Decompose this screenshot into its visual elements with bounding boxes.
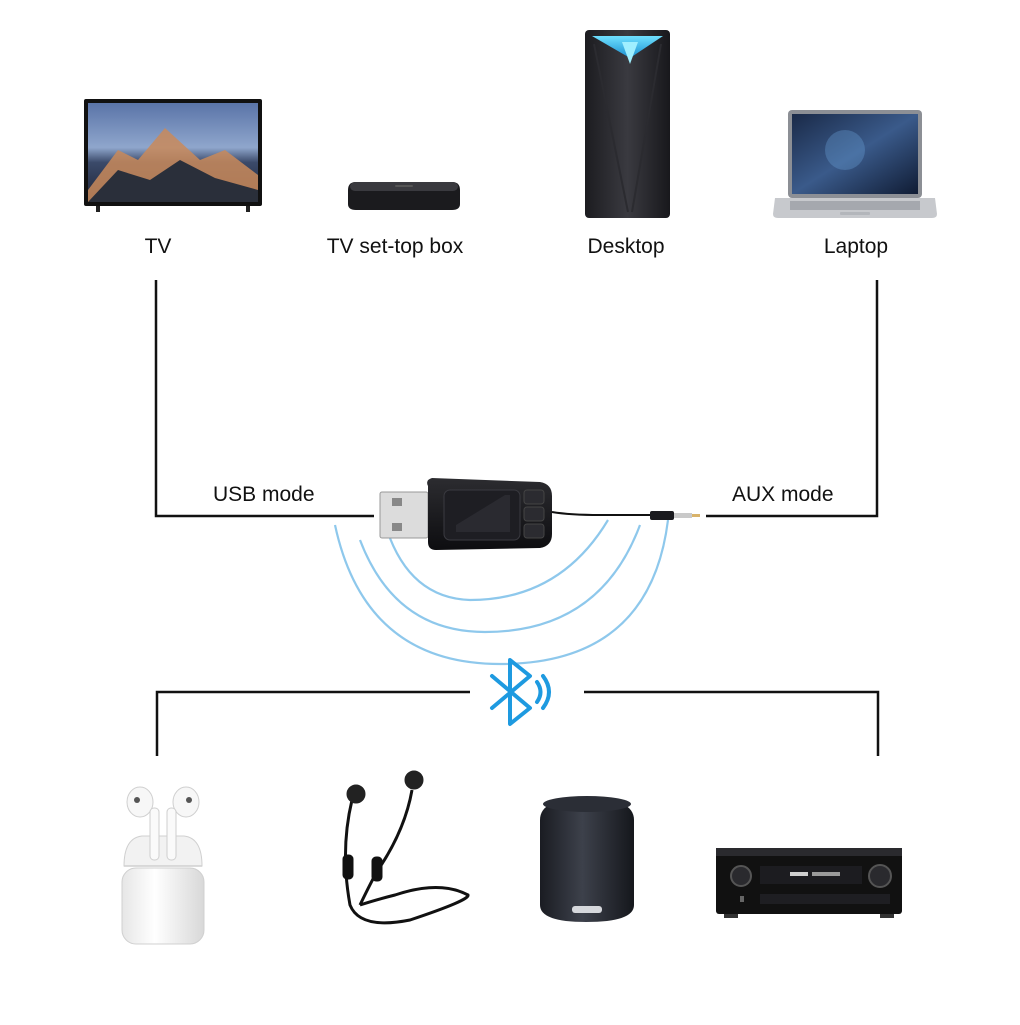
airpods-icon <box>121 786 205 945</box>
laptop-icon <box>773 110 937 218</box>
av-receiver-icon <box>716 848 902 918</box>
usb-bluetooth-adapter-icon <box>379 478 700 550</box>
set-top-box-icon <box>348 182 460 210</box>
usb-connector-line <box>154 280 374 518</box>
signal-waves <box>333 519 670 666</box>
source-label-tv: TV <box>144 235 172 258</box>
smart-speaker-icon <box>540 796 634 922</box>
source-label-settop: TV set-top box <box>326 235 464 258</box>
bluetooth-distribution-line <box>155 690 880 756</box>
aux-connector-line <box>706 280 879 518</box>
desktop-icon <box>585 30 670 218</box>
aux-mode-label: AUX mode <box>726 483 840 507</box>
tv-icon <box>84 99 262 212</box>
source-label-desktop: Desktop <box>587 235 665 258</box>
usb-mode-label: USB mode <box>207 483 321 507</box>
neckband-earphones-icon <box>342 770 470 925</box>
source-label-laptop: Laptop <box>823 235 889 258</box>
bluetooth-icon <box>490 658 551 726</box>
